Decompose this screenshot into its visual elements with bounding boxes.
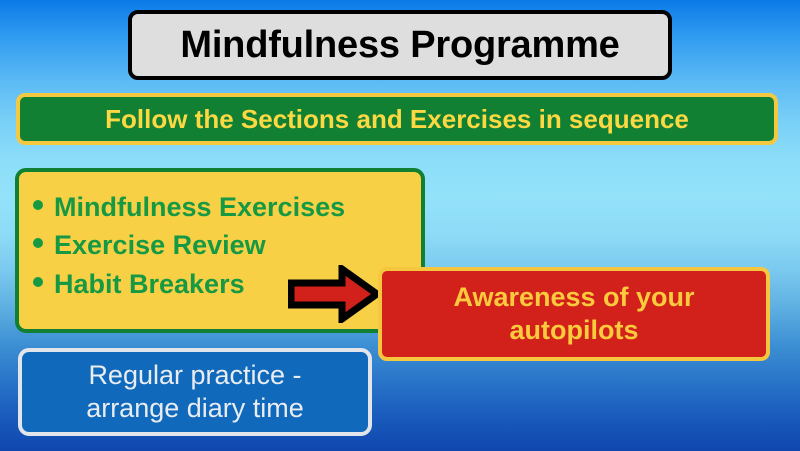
practice-label: Regular practice -arrange diary time (86, 359, 304, 425)
right-arrow-icon (288, 265, 380, 323)
outcome-line-1: Awareness of your (453, 282, 695, 313)
program-sections-box: Mindfulness Exercises Exercise Review Ha… (15, 168, 425, 333)
practice-box: Regular practice -arrange diary time (18, 348, 372, 436)
instruction-banner: Follow the Sections and Exercises in seq… (16, 93, 778, 145)
list-item: Exercise Review (33, 226, 421, 264)
list-item: Mindfulness Exercises (33, 188, 421, 226)
list-item-label: Mindfulness Exercises (54, 192, 346, 222)
instruction-banner-label: Follow the Sections and Exercises in seq… (105, 104, 689, 134)
list-item-label: Exercise Review (54, 230, 266, 261)
slide-title-box: Mindfulness Programme (128, 10, 672, 80)
list-item-label: Habit Breakers (54, 268, 245, 299)
bullet-dot-icon (33, 276, 43, 287)
page-title: Mindfulness Programme (180, 24, 620, 66)
bullet-dot-icon (33, 238, 43, 249)
list-item: Habit Breakers (33, 265, 421, 303)
outcome-line-2: autopilots (509, 315, 639, 345)
practice-line-1: Regular practice - (88, 360, 302, 391)
bullet-dot-icon (33, 200, 43, 210)
practice-line-2: arrange diary time (86, 393, 304, 423)
